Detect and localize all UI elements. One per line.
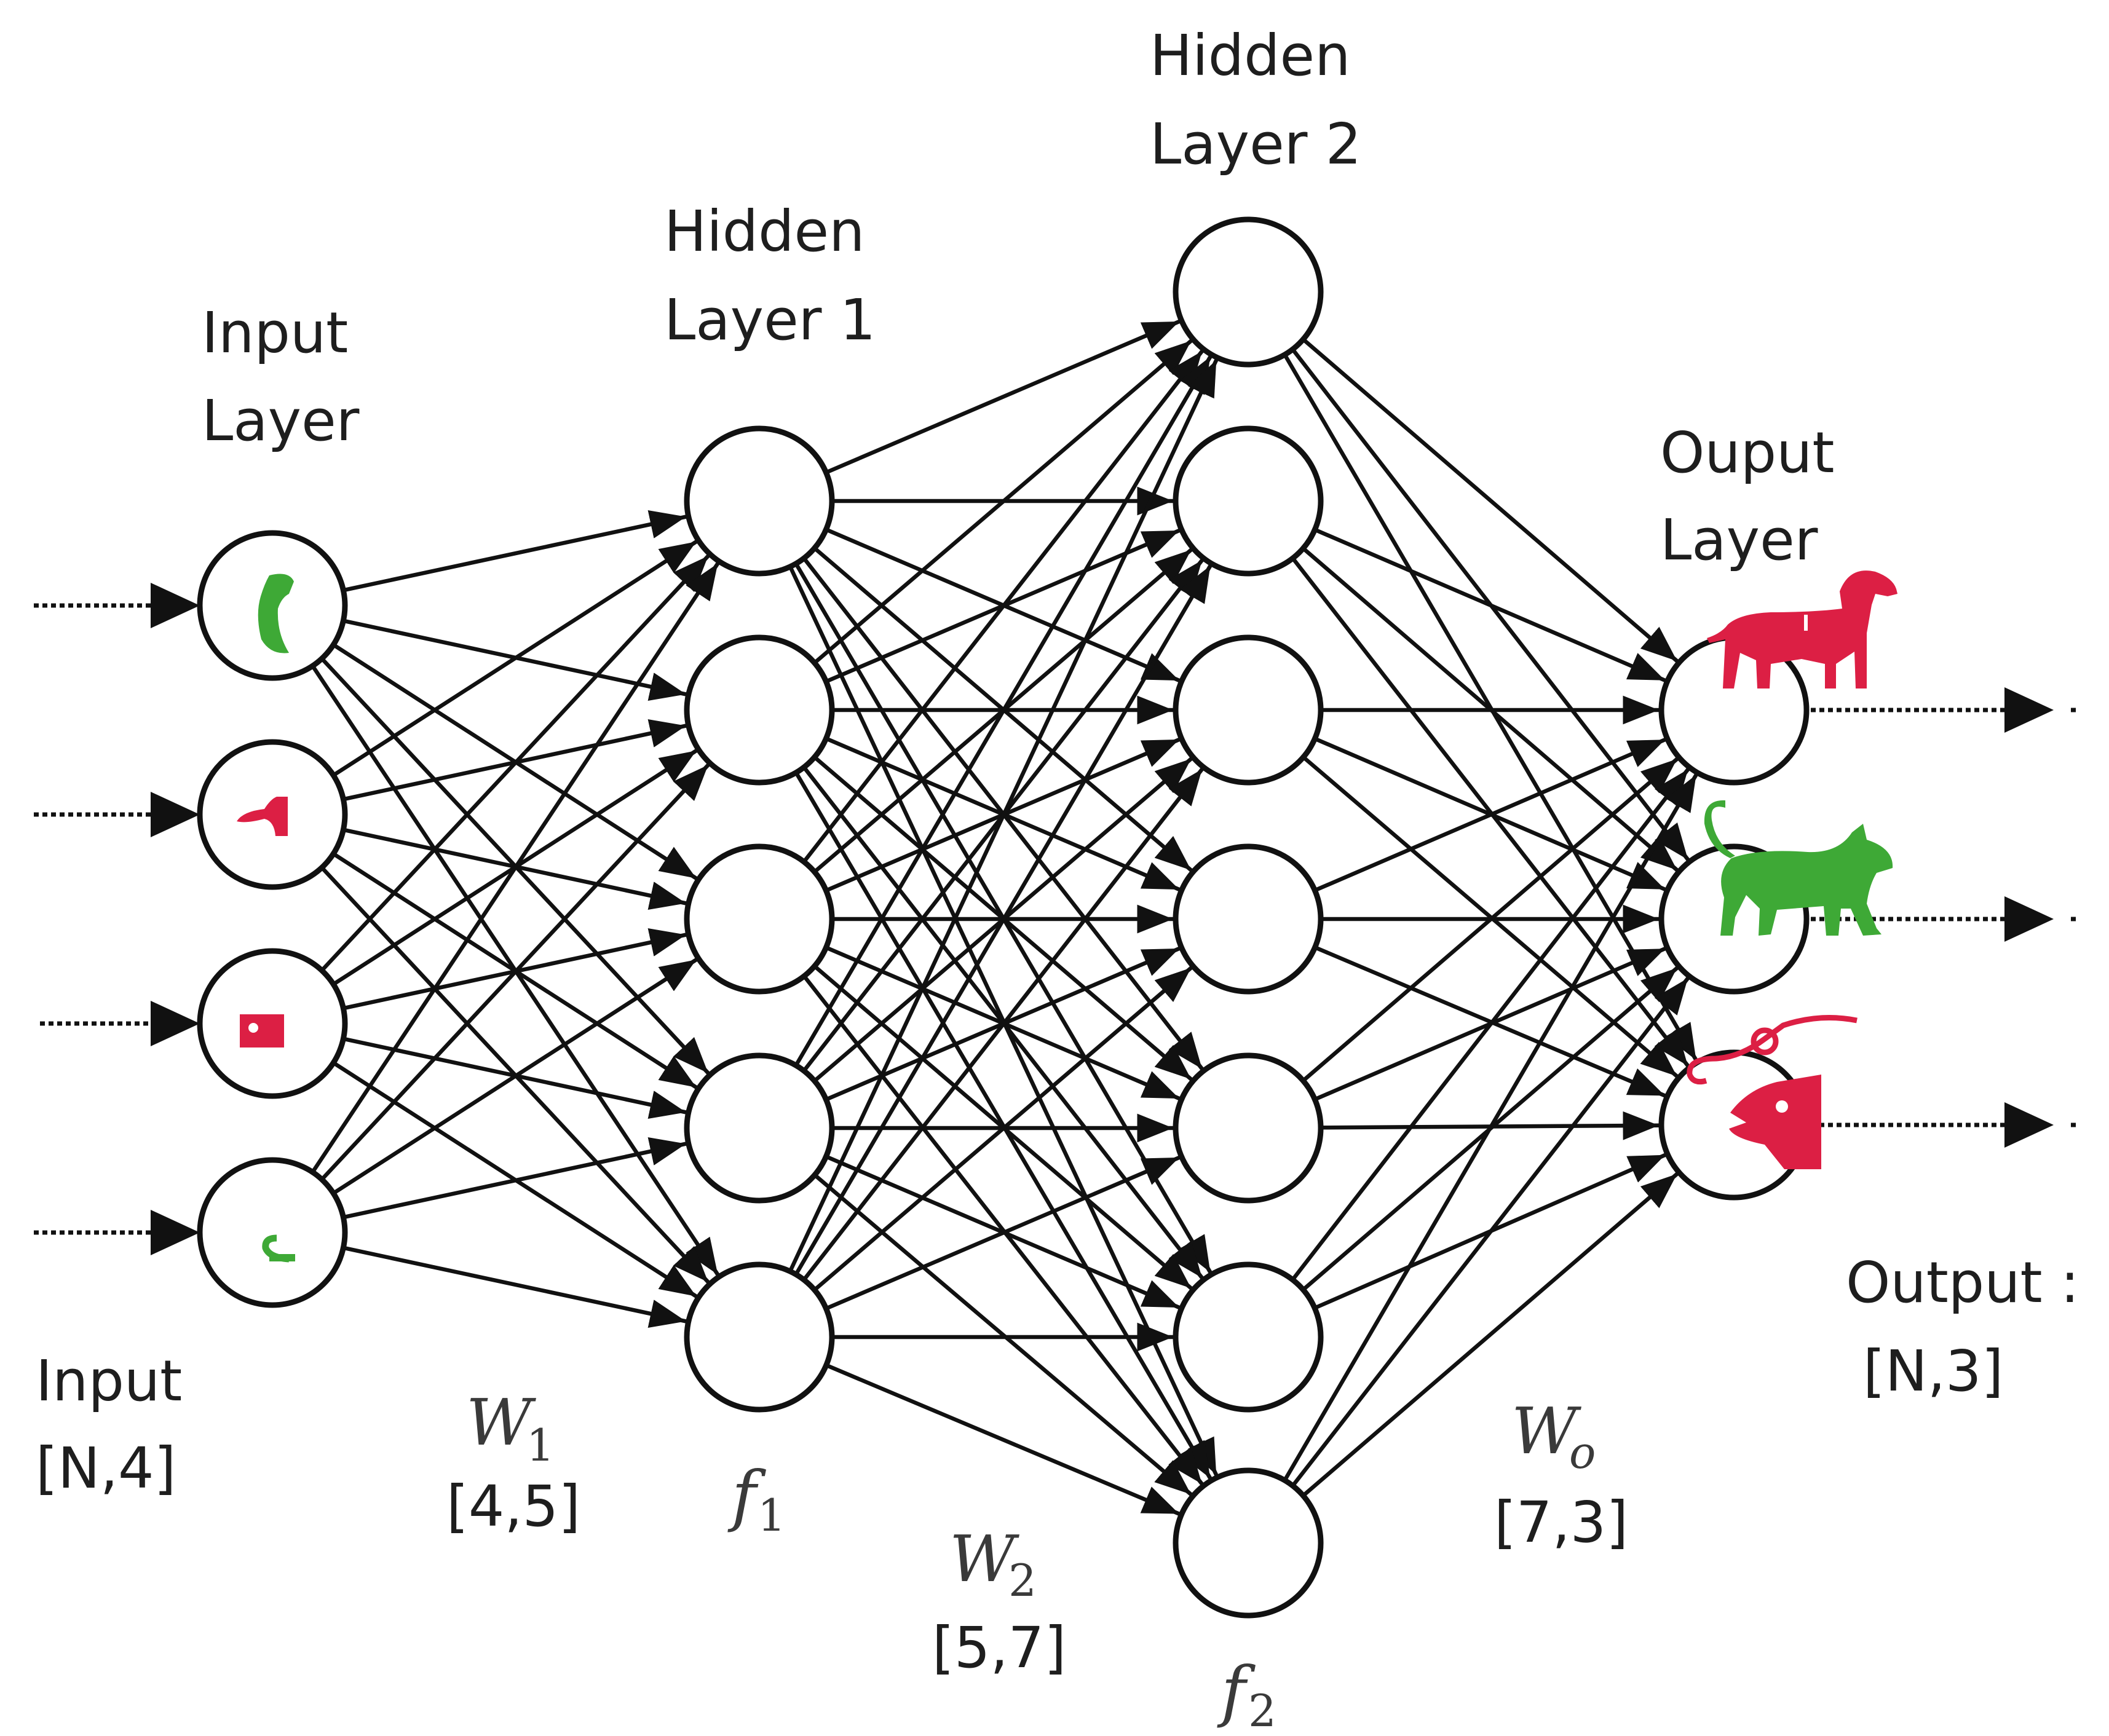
input-icon-4 [262, 1234, 295, 1263]
hidden-1-node-5 [684, 1261, 835, 1413]
hidden-2-node-3 [1173, 634, 1324, 786]
edge-hidden-2-1-to-output-1 [1302, 337, 1679, 663]
cat-fragment-icon [258, 574, 294, 653]
hidden-1-node-4 [684, 1052, 835, 1204]
edge-hidden-1-3-to-hidden-2-1 [802, 350, 1204, 863]
hidden-2-node-7 [1173, 1467, 1324, 1619]
w1-symbol: W [466, 1385, 536, 1460]
nodes-layer [197, 216, 1810, 1619]
edge-input-4-to-hidden-1-5 [342, 1245, 687, 1328]
edge-input-4-to-hidden-1-3 [332, 958, 698, 1195]
wo-symbol: W [1511, 1394, 1581, 1469]
edge-input-4-to-hidden-1-2 [320, 763, 710, 1181]
edge-hidden-2-7-to-output-2 [1291, 977, 1690, 1487]
output-arrows [1811, 687, 2078, 1148]
w2-subscript: 2 [1008, 1555, 1037, 1606]
edge-hidden-1-4-to-hidden-2-7 [813, 1173, 1193, 1496]
w1-subscript: 1 [526, 1419, 555, 1471]
fish-eye-icon [1776, 1100, 1788, 1113]
f1-label: f 1 [727, 1458, 786, 1541]
output-arrowhead-3 [2004, 1102, 2054, 1148]
hidden-1-node-2 [684, 634, 835, 786]
input-layer-title: Input Layer [202, 300, 366, 454]
edge-input-4-to-hidden-1-4 [342, 1137, 687, 1220]
input-shape-label: Input [N,4] [36, 1348, 200, 1501]
edge-input-2-to-hidden-1-1 [332, 540, 698, 777]
edge-hidden-1-2-to-hidden-2-1 [813, 339, 1193, 665]
edge-input-1-to-hidden-1-1 [342, 510, 687, 593]
edge-input-3-to-hidden-1-1 [320, 554, 710, 972]
f1-subscript: 1 [758, 1489, 786, 1541]
dog-icon [1707, 570, 1897, 688]
hidden-1-node-1 [684, 425, 835, 577]
edge-hidden-2-6-to-output-1 [1291, 768, 1690, 1281]
edge-hidden-1-5-to-hidden-2-3 [802, 768, 1204, 1281]
hidden-2-node-1 [1173, 216, 1324, 368]
edge-hidden-2-2-to-output-3 [1291, 557, 1690, 1067]
f2-label: f 2 [1217, 1653, 1276, 1736]
hidden-2-node-4 [1173, 843, 1324, 995]
edge-hidden-1-5-to-hidden-2-2 [794, 564, 1213, 1276]
w2-symbol: W [949, 1521, 1019, 1596]
edge-hidden-1-4-to-hidden-2-1 [794, 355, 1213, 1067]
edge-hidden-2-7-to-output-3 [1302, 1172, 1679, 1497]
hidden-2-node-6 [1173, 1261, 1324, 1413]
edge-hidden-1-5-to-hidden-2-5 [825, 1156, 1181, 1311]
input-icon-2 [237, 797, 288, 836]
fish-fragment-icon [240, 1014, 284, 1048]
wo-label: W o [7,3] [1494, 1394, 1628, 1555]
edge-hidden-1-5-to-hidden-2-4 [813, 966, 1193, 1292]
w2-shape: [5,7] [932, 1615, 1066, 1681]
fish-eye-icon [248, 1023, 258, 1033]
input-arrowhead-4 [151, 1210, 200, 1255]
input-arrows [34, 583, 200, 1255]
fishing-line-icon [1687, 1015, 1858, 1085]
edge-hidden-1-5-to-hidden-2-1 [788, 359, 1219, 1272]
wo-shape: [7,3] [1494, 1489, 1628, 1555]
edge-hidden-2-4-to-output-3 [1314, 945, 1666, 1098]
edge-hidden-2-5-to-output-1 [1302, 757, 1679, 1083]
hidden-layer-1-title: Hidden Layer 1 [664, 199, 883, 353]
hidden-2-node-2 [1173, 425, 1324, 577]
input-arrowhead-2 [151, 792, 200, 837]
output-shape-label: Output : [N,3] [1846, 1250, 2097, 1404]
input-node-4 [197, 1157, 348, 1308]
input-arrowhead-1 [151, 583, 200, 628]
w1-label: W 1 [4,5] [446, 1385, 580, 1539]
edge-hidden-2-4-to-output-1 [1314, 738, 1666, 893]
input-icon-1 [258, 574, 294, 653]
edge-hidden-2-2-to-output-1 [1314, 527, 1666, 682]
input-arrowhead-3 [151, 1001, 200, 1046]
hidden-layer-2-title: Hidden Layer 2 [1150, 23, 1369, 177]
edge-hidden-1-5-to-hidden-2-7 [825, 1363, 1180, 1516]
f2-subscript: 2 [1248, 1685, 1276, 1736]
fishing-float-icon [1751, 1027, 1779, 1055]
edge-input-4-to-hidden-1-1 [311, 562, 720, 1174]
output-arrowhead-2 [2004, 896, 2054, 942]
input-icon-3 [240, 1014, 284, 1048]
fish-icon [1687, 1015, 1858, 1169]
dog-fragment-icon [237, 797, 288, 836]
output-layer-title: Ouput Layer [1660, 420, 1853, 573]
hidden-1-node-3 [684, 843, 835, 995]
cat-icon [1704, 800, 1893, 936]
edge-hidden-1-1-to-hidden-2-1 [825, 320, 1181, 475]
w2-label: W 2 [5,7] [932, 1521, 1066, 1681]
cat-foot-fragment-icon [269, 1254, 295, 1261]
hidden-2-node-5 [1173, 1052, 1324, 1204]
edge-hidden-2-7-to-output-1 [1283, 773, 1698, 1482]
output-arrowhead-1 [2004, 687, 2054, 733]
connections-layer [311, 320, 1698, 1516]
wo-subscript: o [1569, 1427, 1596, 1478]
w1-shape: [4,5] [446, 1474, 580, 1539]
fish-head-icon [1729, 1075, 1821, 1169]
